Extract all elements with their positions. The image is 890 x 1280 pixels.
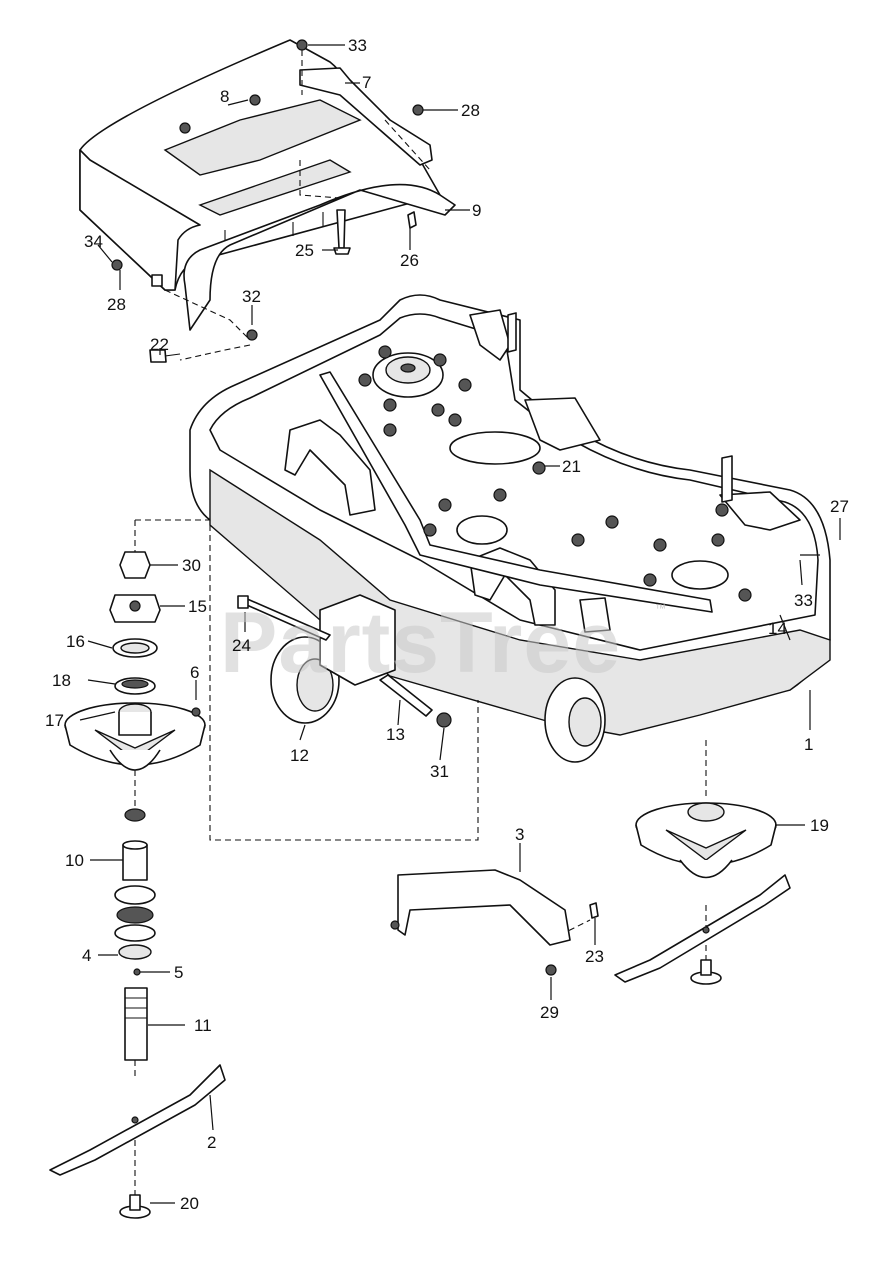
- leader-lines: [79, 44, 841, 1204]
- callout-28-top: 28: [461, 101, 480, 120]
- watermark: PartsTree: [220, 595, 621, 691]
- callout-25: 25: [295, 241, 314, 260]
- callout-14: 14: [768, 619, 787, 638]
- belt-cover: [79, 39, 441, 291]
- callout-28-left: 28: [107, 295, 126, 314]
- callout-27: 27: [830, 497, 849, 516]
- callout-29: 29: [540, 1003, 559, 1022]
- callout-12: 12: [290, 746, 309, 765]
- callout-16: 16: [66, 632, 85, 651]
- callout-33-top: 33: [348, 36, 367, 55]
- callout-22: 22: [150, 335, 169, 354]
- callout-20: 20: [180, 1194, 199, 1213]
- callout-8: 8: [220, 87, 229, 106]
- callout-2: 2: [207, 1133, 216, 1152]
- callout-34: 34: [84, 232, 103, 251]
- callout-31: 31: [430, 762, 449, 781]
- callout-labels: 33 7 8 28 9 25 26 34 28 32 22 21 27 33 1…: [45, 36, 849, 1213]
- deck-baffle: [390, 869, 599, 976]
- callout-26: 26: [400, 251, 419, 270]
- callout-5: 5: [174, 963, 183, 982]
- callout-9: 9: [472, 201, 481, 220]
- callout-30: 30: [182, 556, 201, 575]
- callout-17: 17: [45, 711, 64, 730]
- callout-1: 1: [804, 735, 813, 754]
- wheel-spacer: [379, 674, 433, 717]
- callout-7: 7: [362, 73, 371, 92]
- callout-19: 19: [810, 816, 829, 835]
- spindle-assembly-left: [49, 551, 226, 1219]
- callout-10: 10: [65, 851, 84, 870]
- callout-24: 24: [232, 636, 251, 655]
- spindle-assembly-right: [614, 802, 791, 985]
- callout-13: 13: [386, 725, 405, 744]
- wheel-bracket-left: [319, 594, 396, 686]
- watermark-trademark: ™: [655, 603, 666, 615]
- belt-shield: [183, 183, 456, 331]
- callout-18: 18: [52, 671, 71, 690]
- callout-6: 6: [190, 663, 199, 682]
- callout-23: 23: [585, 947, 604, 966]
- callout-3: 3: [515, 825, 524, 844]
- callout-33-right: 33: [794, 591, 813, 610]
- callout-4: 4: [82, 946, 91, 965]
- cover-bracket: [299, 67, 433, 166]
- callout-15: 15: [188, 597, 207, 616]
- callout-11: 11: [194, 1016, 212, 1035]
- callout-32: 32: [242, 287, 261, 306]
- callout-21: 21: [562, 457, 581, 476]
- cover-hardware: [111, 104, 424, 363]
- deck-wheel-right: [544, 677, 606, 763]
